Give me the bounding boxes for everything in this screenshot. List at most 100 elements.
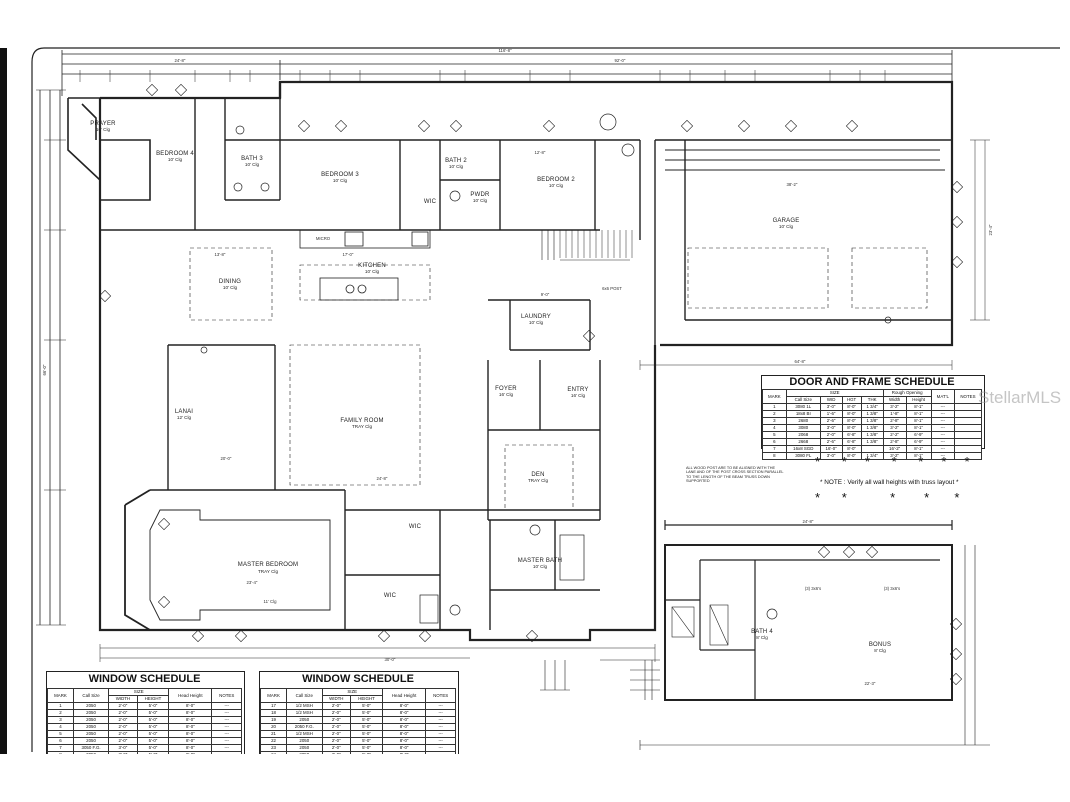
label-bonus-window-note2: (3) 3x6's [884, 586, 900, 591]
window-schedule-cell: 2'-0" [321, 723, 352, 731]
door-schedule-cell: --- [930, 431, 955, 439]
dim-bath-width: 12'-8" [535, 150, 546, 155]
stars-row-2: * * * * * [815, 490, 960, 505]
dim-garage-width: 38'-2" [787, 182, 798, 187]
window-schedule-cell: 6 [47, 737, 74, 745]
door-schedule-cell: 3080 [785, 424, 821, 432]
room-foyer-clg: 16' Clg [499, 392, 514, 397]
door-schedule-cell: 5 [762, 431, 787, 439]
window-schedule-cell: 2'-0" [321, 737, 352, 745]
door-schedule-cell: 8'-1" [905, 445, 932, 453]
window-schedule-cell: --- [211, 744, 242, 752]
door-sub-callsize: Call Size [785, 396, 821, 404]
door-schedule-cell: 2068 [785, 431, 821, 439]
dim-top-left: 24'-8" [175, 58, 186, 63]
door-schedule-cell: 1 3/8" [860, 424, 884, 432]
door-schedule-cell [953, 452, 983, 460]
dim-master-tray: 11' Clg [264, 599, 278, 604]
room-wic2-label: WIC [409, 524, 422, 530]
door-schedule-cell: 8'-1" [905, 403, 932, 411]
dim-overall-top: 116'-8" [498, 48, 511, 53]
door-schedule-cell: 2680 [785, 417, 821, 425]
stars-row-1: * * * * * * * [815, 454, 970, 469]
room-bath3-label: BATH 3 [241, 156, 263, 162]
window-schedule-cell: 2'-0" [108, 737, 138, 745]
window-schedule-cell: 17 [259, 702, 288, 710]
door-schedule-cell: --- [930, 445, 955, 453]
window-schedule-cell: 2050 F.G. [286, 723, 323, 731]
win2-sub-width: WIDTH [321, 695, 352, 703]
window-schedule-cell: 3'-0" [108, 744, 138, 752]
door-schedule-cell: 2668 [785, 438, 821, 446]
room-bath4-clg: 8' Clg [756, 635, 768, 640]
door-schedule-cell: 2'-6" [819, 438, 843, 446]
door-schedule-cell [953, 410, 983, 418]
window-schedule-cell: 2050 [286, 744, 323, 752]
door-schedule-cell: --- [930, 424, 955, 432]
door-col-rough: Rough Opening [882, 389, 932, 397]
window-schedule-cell: --- [425, 716, 456, 724]
room-garage-clg: 10' Clg [779, 224, 794, 229]
window-schedule-cell: 8'-0" [168, 744, 213, 752]
door-schedule-cell: 8'-0" [841, 445, 862, 453]
room-foyer-label: FOYER [495, 386, 517, 392]
dim-left-side: 66'-0" [42, 364, 47, 375]
room-pwdr-clg: 10' Clg [473, 198, 488, 203]
room-masterbath-clg: 10' Clg [533, 564, 548, 569]
door-schedule-cell: 8'-1" [905, 410, 932, 418]
room-master-label: MASTER BEDROOM [238, 562, 298, 568]
door-schedule-cell: 2'-0" [819, 431, 843, 439]
room-bonus-label: BONUS [869, 642, 891, 648]
door-schedule-cell: 8'-0" [841, 403, 862, 411]
door-schedule-cell [860, 445, 884, 453]
room-bedroom2-label: BEDROOM 2 [537, 177, 575, 183]
win2-col-callsize: Call Size [286, 688, 323, 703]
dim-bottom: 30'-0" [385, 657, 396, 662]
door-schedule-cell [953, 445, 983, 453]
door-schedule-cell: --- [930, 410, 955, 418]
door-schedule-cell: 8'-0" [841, 424, 862, 432]
door-schedule-cell: 8'-0" [841, 410, 862, 418]
door-schedule-cell: 3'-2" [882, 403, 907, 411]
window-schedule-cell: 5 [47, 730, 74, 738]
room-laundry-clg: 10' Clg [529, 320, 544, 325]
window-schedule-cell: 1/2 MSH [286, 702, 323, 710]
window-schedule-cell: 23 [259, 744, 288, 752]
window-schedule-cell: 5'-0" [136, 709, 170, 717]
door-schedule-cell: 8'-0" [841, 452, 862, 460]
room-pwdr-label: PWDR [470, 192, 490, 198]
dim-kitchen-width: 17'-0" [343, 252, 354, 257]
window-schedule-cell: 3050 F.G. [72, 744, 110, 752]
window-schedule-cell: 2050 [286, 716, 323, 724]
window-schedule-cell: --- [211, 730, 242, 738]
label-micro: MICRO [316, 236, 331, 241]
window-schedule-cell: 2050 [72, 723, 110, 731]
door-schedule-cell: 1 3/8" [860, 431, 884, 439]
room-bedroom4-clg: 10' Clg [168, 157, 183, 162]
window-schedule-cell: 2050 [72, 716, 110, 724]
window-schedule-cell: --- [425, 702, 456, 710]
door-schedule-cell: --- [930, 417, 955, 425]
window-schedule-cell: 1/2 MSH [286, 709, 323, 717]
room-family-label: FAMILY ROOM [340, 418, 383, 424]
window-schedule-cell: 5'-0" [350, 730, 383, 738]
door-schedule-cell [953, 417, 983, 425]
door-schedule-cell: 16'-0" [819, 445, 843, 453]
window-schedule-cell: 7 [47, 744, 74, 752]
door-sub-thk: THK [860, 396, 884, 404]
window-schedule-cell: 5'-0" [136, 744, 170, 752]
window-schedule-cell: 18 [259, 709, 288, 717]
